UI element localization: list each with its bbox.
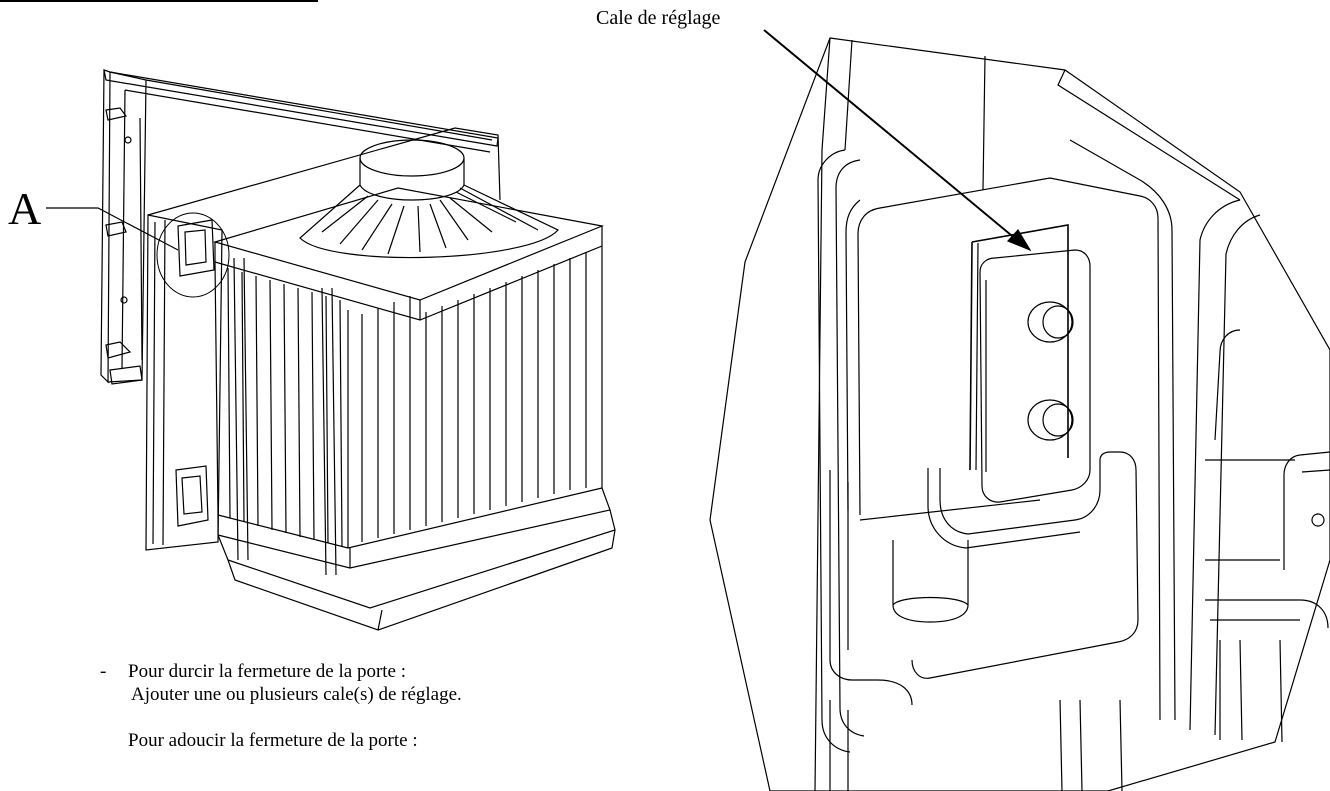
detail-view: [709, 37, 1330, 791]
base-tray: [217, 487, 616, 631]
flue-collar: [299, 139, 559, 259]
label-a: A: [8, 183, 42, 234]
instruction-item: - Pour durcir la fermeture de la porte :…: [100, 660, 462, 706]
label-a-leader: [46, 207, 179, 251]
title-underline: [0, 0, 318, 2]
instructions: - Pour durcir la fermeture de la porte :…: [100, 660, 462, 775]
latch-a: [156, 212, 230, 298]
callout-arrow: [763, 29, 1032, 252]
instruction-line: Ajouter une ou plusieurs cale(s) de régl…: [131, 684, 462, 705]
heat-exchanger-fins: [214, 246, 603, 549]
instruction-item: Pour adoucir la fermeture de la porte :: [100, 729, 462, 752]
instruction-line: Pour durcir la fermeture de la porte :: [128, 661, 407, 682]
bullet-dash: -: [100, 661, 107, 682]
fireplace-insert: [100, 69, 616, 631]
hinge-pins: [1027, 301, 1074, 441]
callout-label: Cale de réglage: [596, 7, 721, 29]
instruction-line: Pour adoucir la fermeture de la porte :: [128, 730, 418, 751]
hinge-top: [105, 107, 132, 144]
